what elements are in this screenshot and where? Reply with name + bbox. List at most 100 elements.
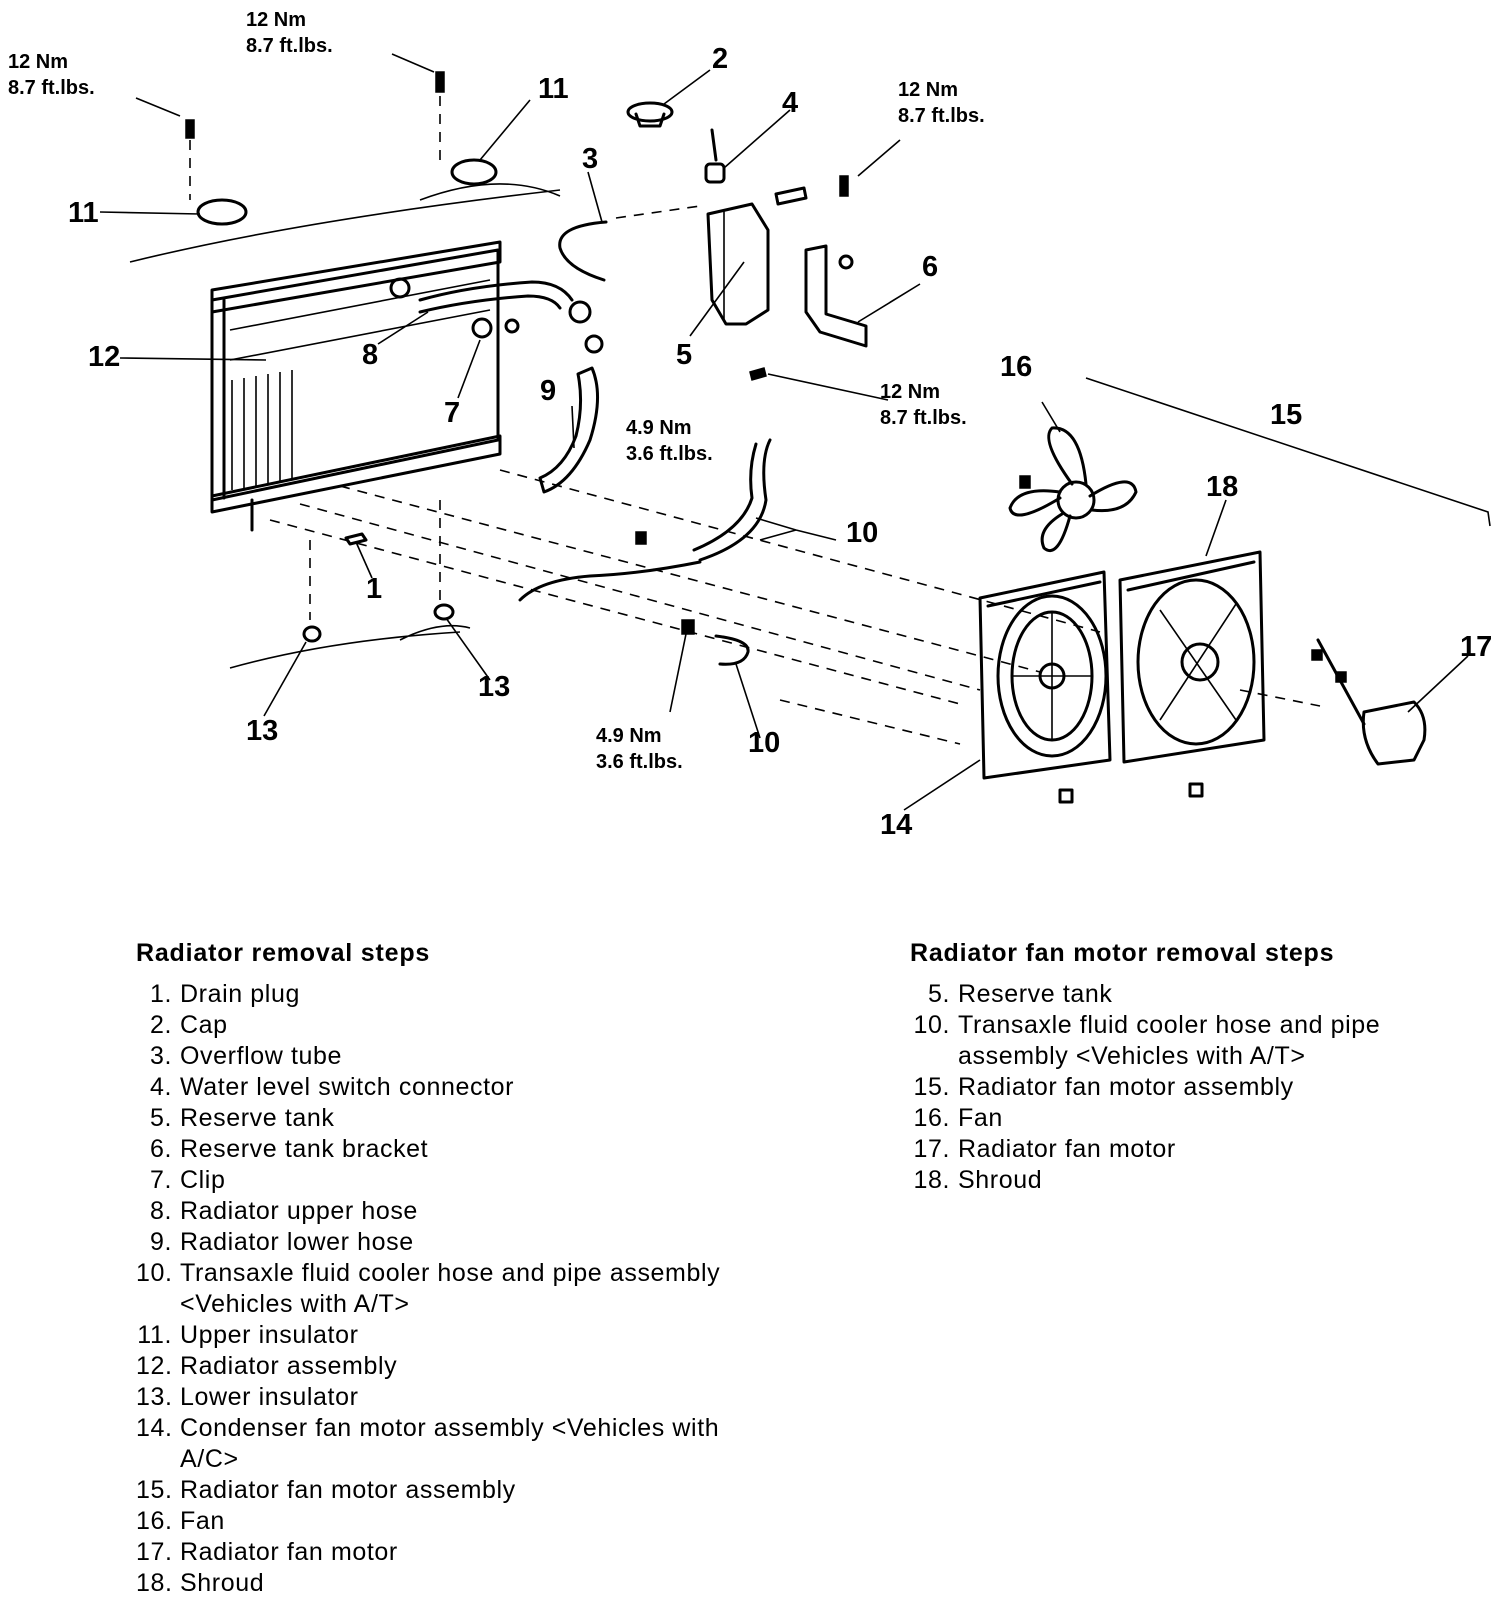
step-number: 13. [136, 1383, 173, 1411]
callout-13-left: 13 [246, 715, 278, 747]
list-item: 10. Transaxle fluid cooler hose and pipe … [910, 1010, 1490, 1072]
lower-insulator-left [302, 625, 322, 643]
step-text: Radiator assembly [180, 1352, 398, 1380]
step-text: Shroud [958, 1166, 1043, 1194]
callout-18: 18 [1206, 471, 1238, 503]
callout-15: 15 [1270, 399, 1302, 431]
callout-2: 2 [712, 43, 728, 75]
step-number: 15. [913, 1073, 950, 1101]
callout-11-left: 11 [68, 197, 99, 229]
step-number: 16. [136, 1507, 173, 1535]
step-number: 18. [913, 1166, 950, 1194]
reserve-tank-bracket [804, 244, 868, 348]
list-item: 12.Radiator assembly [136, 1351, 736, 1382]
step-number: 7. [149, 1166, 172, 1194]
step-text: Overflow tube [180, 1042, 343, 1070]
drain-plug [344, 532, 368, 546]
torque-cooler-lower-ft: 3.6 ft.lbs. [596, 751, 683, 773]
step-number: 2. [149, 1011, 172, 1039]
step-text: Reserve tank [180, 1104, 335, 1132]
callout-9: 9 [540, 375, 556, 407]
callout-5: 5 [676, 339, 692, 371]
upper-insulator-right [435, 71, 498, 186]
step-number: 4. [149, 1073, 172, 1101]
list-item: 14.Condenser fan motor assembly <Vehicle… [136, 1413, 736, 1475]
step-text: Radiator fan motor [958, 1135, 1176, 1163]
list-item: 3.Overflow tube [136, 1041, 736, 1072]
step-number: 5. [149, 1104, 172, 1132]
step-number: 8. [149, 1197, 172, 1225]
step-number: 5. [927, 980, 950, 1008]
callout-3: 3 [582, 143, 598, 175]
fan-motor-removal-steps: Radiator fan motor removal steps 5. Reser… [910, 938, 1490, 1196]
lower-body-outline [229, 624, 471, 669]
step-text: Shroud [180, 1569, 265, 1597]
radiator-upper-hose [418, 280, 574, 302]
step-number: 14. [136, 1414, 173, 1442]
list-item: 6.Reserve tank bracket [136, 1134, 736, 1165]
leader-lines [99, 53, 1469, 811]
hose-clip [471, 317, 520, 339]
bolt-reserve-tank [839, 175, 849, 197]
water-level-switch-connector [704, 128, 808, 206]
lower-insulator-right [433, 603, 455, 621]
list-item: 11. Upper insulator [136, 1320, 736, 1351]
list-item: 9.Radiator lower hose [136, 1227, 736, 1258]
torque-cooler-lower-nm: 4.9 Nm [596, 725, 662, 747]
list-item: 1.Drain plug [136, 979, 736, 1010]
step-number: 17. [913, 1135, 950, 1163]
fan-assembly-bracket [1085, 377, 1491, 527]
step-number: 16. [913, 1104, 950, 1132]
step-text: Lower insulator [180, 1383, 359, 1411]
torque-left-ft: 8.7 ft.lbs. [8, 77, 95, 99]
list-item: 5. Reserve tank [136, 1103, 736, 1134]
bolt-cooler-lower [681, 619, 695, 635]
torque-bracket-ft: 8.7 ft.lbs. [880, 407, 967, 429]
step-number: 11. [137, 1321, 172, 1349]
exploded-view-diagram: 2 11 4 3 11 6 12 8 5 16 9 7 15 18 10 1 1… [8, 9, 1492, 841]
callout-10-upper: 10 [846, 517, 878, 549]
torque-left-nm: 12 Nm [8, 51, 68, 73]
callout-6: 6 [922, 251, 938, 283]
step-text: Reserve tank [958, 980, 1113, 1008]
radiator-steps-heading: Radiator removal steps [136, 939, 431, 967]
callout-11-right: 11 [538, 73, 569, 105]
list-item: 17.Radiator fan motor [136, 1537, 736, 1568]
torque-cooler-upper-nm: 4.9 Nm [626, 417, 692, 439]
step-text: Transaxle fluid cooler hose and pipe ass… [958, 1011, 1381, 1070]
list-item: 8. Radiator upper hose [136, 1196, 736, 1227]
step-number: 10. [913, 1011, 950, 1039]
step-text: Radiator fan motor assembly [180, 1476, 516, 1504]
list-item: 7.Clip [136, 1165, 736, 1196]
radiator-removal-steps: Radiator removal steps 1.Drain plug 2. Ca… [136, 938, 736, 1599]
list-item: 17. Radiator fan motor [910, 1134, 1490, 1165]
step-number: 15. [136, 1476, 173, 1504]
step-text: Radiator upper hose [180, 1197, 418, 1225]
step-number: 18. [136, 1569, 173, 1597]
radiator-steps-list: 1.Drain plug 2.Cap 3.Overflow tube 4.Wat… [136, 979, 736, 1599]
step-text: Cap [180, 1011, 228, 1039]
callout-4: 4 [782, 87, 798, 119]
list-item: 13.Lower insulator [136, 1382, 736, 1413]
transaxle-cooler-line [518, 560, 702, 602]
step-text: Upper insulator [180, 1321, 359, 1349]
torque-top-ft: 8.7 ft.lbs. [246, 35, 333, 57]
callout-16: 16 [1000, 351, 1032, 383]
step-text: Reserve tank bracket [180, 1135, 429, 1163]
bolt-cooler-line [635, 531, 647, 545]
step-number: 1. [149, 980, 172, 1008]
list-item: 16.Fan [136, 1506, 736, 1537]
reserve-tank [706, 202, 770, 326]
callout-14: 14 [880, 809, 912, 841]
step-number: 12. [136, 1352, 173, 1380]
step-text: Fan [958, 1104, 1003, 1132]
bolt-bracket [749, 367, 767, 381]
transaxle-cooler-pipe [692, 438, 772, 562]
list-item: 15.Radiator fan motor assembly [136, 1475, 736, 1506]
upper-insulator-left [185, 119, 248, 226]
body-panel-outline [129, 183, 561, 263]
callout-7: 7 [444, 397, 460, 429]
list-item: 18. Shroud [910, 1165, 1490, 1196]
fan-steps-heading: Radiator fan motor removal steps [910, 939, 1335, 967]
step-text: Radiator fan motor [180, 1538, 398, 1566]
